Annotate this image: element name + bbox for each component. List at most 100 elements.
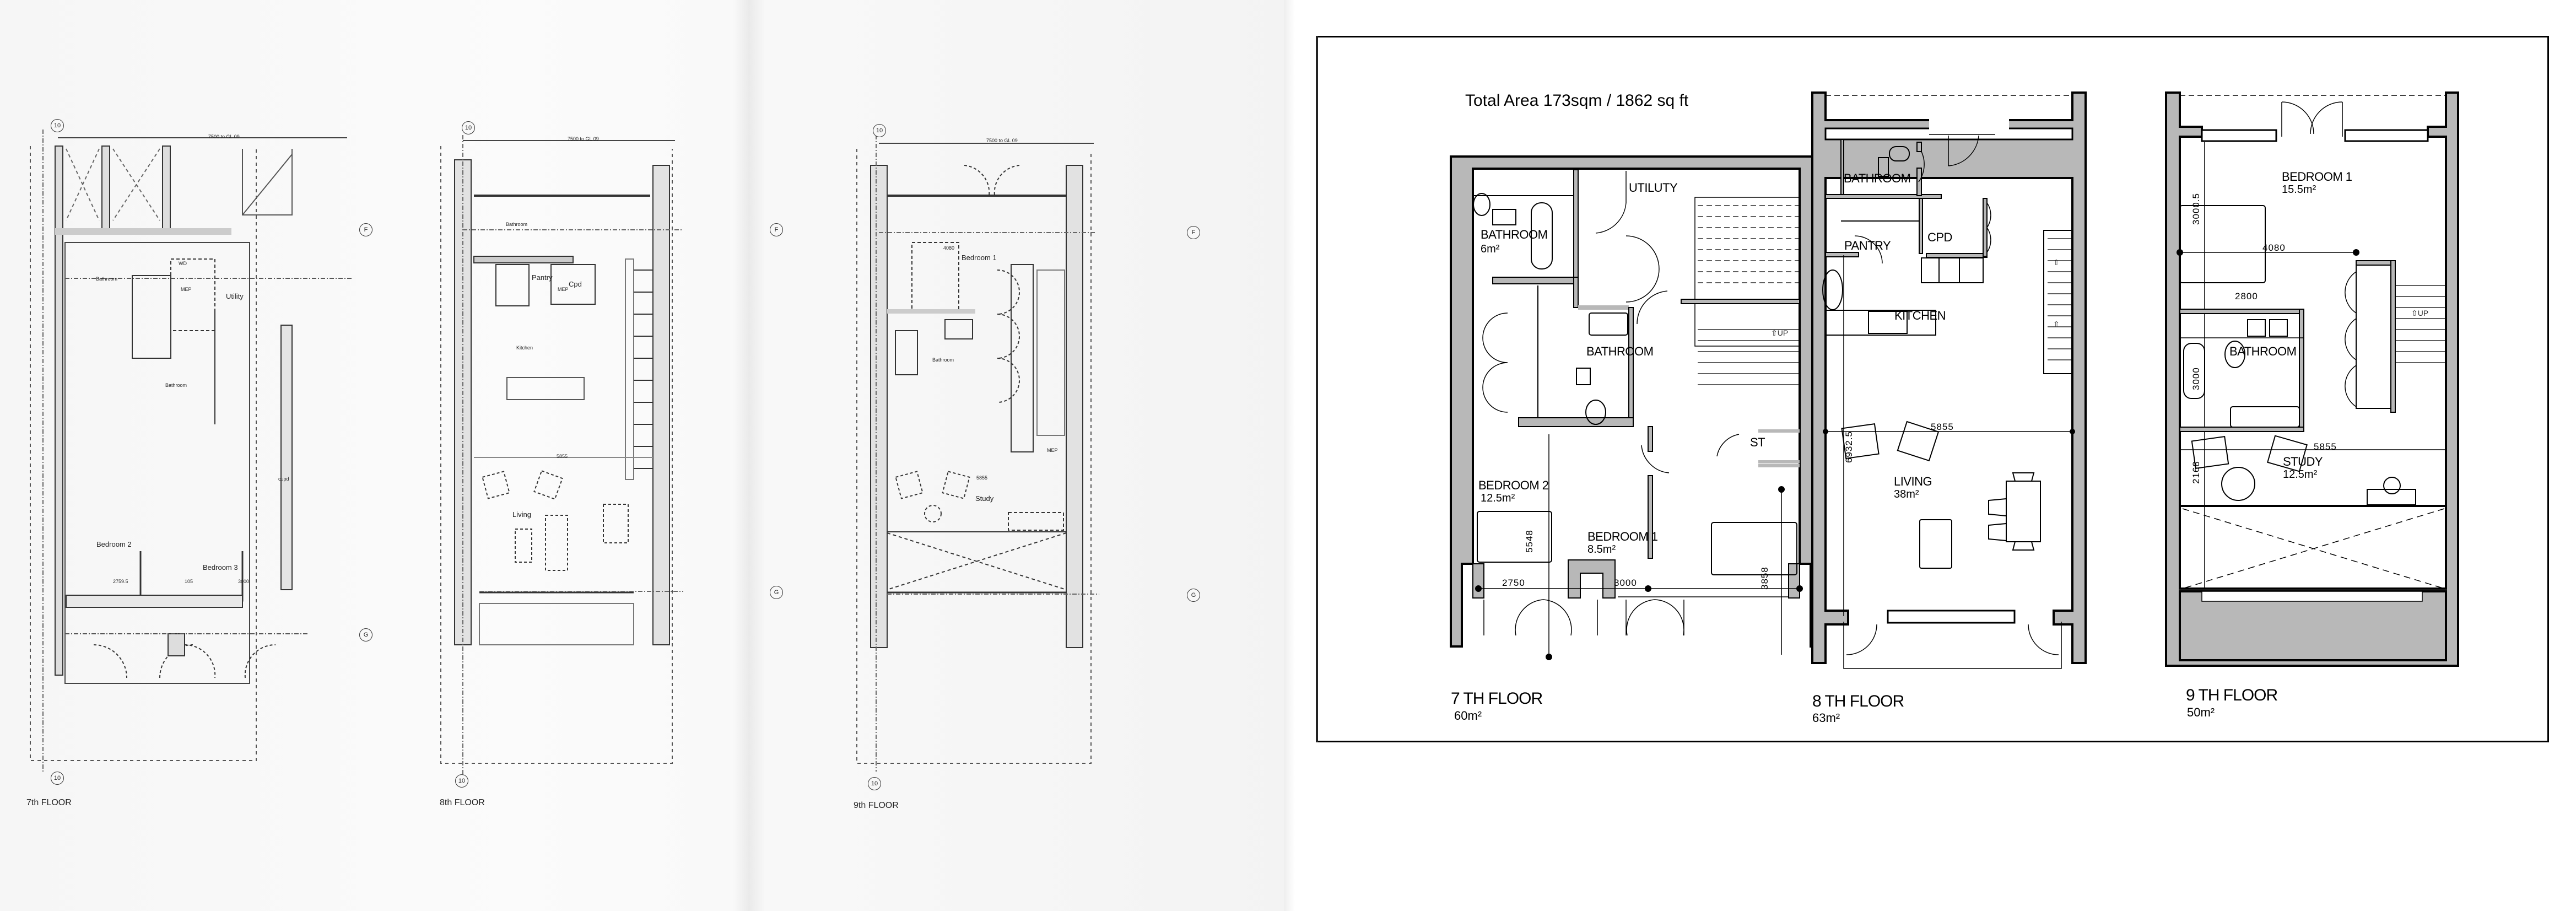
grid-bubble-g-7th: G (359, 628, 372, 642)
grid-bubble-10-top-8th: 10 (462, 121, 475, 134)
grid-bubble-10-bottom-7th: 10 (51, 772, 64, 785)
scan-9th-room-mep: MEP (1047, 448, 1058, 453)
stair-up-label: UP (1777, 328, 1789, 337)
scan-7th-room-bathroom-a: Bathroom (96, 276, 118, 282)
plan-8th-floor-area: 63m² (1812, 711, 1840, 725)
plan-7th-floor-area: 60m² (1454, 709, 1482, 723)
plan-8th-dim-living-depth: 6932.5 (1844, 431, 1854, 463)
scan-7th-room-bathroom-b: Bathroom (165, 382, 187, 388)
plan-7th-dim-bed1-depth: 3858 (1759, 567, 1770, 590)
scan-7th-dim-2759: 2759.5 (113, 579, 128, 584)
scan-9th-overall-dimension: 7500 to GL 09 (986, 138, 1018, 143)
plan-8th-stair-up-2: ⇧ (2053, 320, 2060, 329)
scan-7th-room-wd: WD (179, 261, 187, 266)
grid-bubble-10-bottom-9th: 10 (868, 777, 881, 790)
scan-9th-room-bedroom-1: Bedroom 1 (962, 254, 997, 262)
scan-linework (30, 130, 1099, 774)
scan-9th-floor-title: 9th FLOOR (854, 801, 899, 810)
scan-9th-dim-4080: 4080 (943, 245, 955, 251)
plan-7th-room-bathroom-large: BATHROOM (1481, 228, 1548, 241)
scan-8th-room-bathroom: Bathroom (506, 222, 528, 227)
grid-bubble-g-9th: G (1187, 589, 1200, 602)
plan-9th-dim-bath-depth: 3000 (2191, 367, 2201, 390)
scan-7th-dim-3000: 3000 (238, 579, 250, 584)
total-area-label: Total Area 173sqm / 1862 sq ft (1465, 91, 1689, 110)
redrawn-plan-panel: Total Area 173sqm / 1862 sq ft UTILUTY B… (1316, 36, 2549, 742)
plan-7th-dim-bed1-width: 3000 (1614, 578, 1637, 588)
plan-8th-floor-drawing (1811, 91, 2087, 669)
scan-8th-room-living: Living (512, 510, 531, 519)
redrawn-linework (1450, 91, 2459, 669)
scan-9th-room-bathroom: Bathroom (932, 357, 954, 363)
up-arrow-icon: ⇧ (2053, 258, 2060, 267)
plan-9th-stair-up: ⇧UP (2411, 309, 2428, 318)
plan-9th-bedroom-1-area: 15.5m² (2282, 184, 2316, 196)
plan-9th-study-area: 12.5m² (2283, 468, 2318, 481)
scan-7th-room-bedroom-2: Bedroom 2 (96, 540, 132, 548)
scan-fold-shadow (733, 0, 766, 911)
up-arrow-icon: ⇧ (1771, 328, 1778, 337)
plan-8th-room-living: LIVING (1894, 475, 1932, 488)
plan-7th-dim-bed2-depth: 5548 (1524, 530, 1535, 553)
scan-8th-room-mep: MEP (558, 287, 569, 292)
plan-7th-room-bedroom-2: BEDROOM 2 (1478, 478, 1549, 492)
grid-bubble-f-9th: F (1187, 226, 1200, 239)
plan-7th-room-bedroom-1: BEDROOM 1 (1587, 530, 1658, 543)
plan-7th-stair-up: ⇧UP (1771, 328, 1788, 338)
grid-bubble-g-8th: G (770, 586, 783, 599)
plan-9th-dim-bath-width: 2800 (2235, 291, 2258, 301)
scan-9th-room-study: Study (975, 494, 994, 503)
plan-7th-room-bathroom-small: BATHROOM (1586, 344, 1654, 358)
grid-bubble-10-bottom-8th: 10 (455, 774, 468, 788)
plan-9th-dim-bed-depth: 3000.5 (2191, 193, 2201, 225)
scan-8th-dim-5855: 5855 (557, 454, 568, 459)
grid-bubble-f-8th: F (770, 223, 783, 236)
up-arrow-icon: ⇧ (2411, 309, 2418, 317)
original-scan-sheet: 10 10 F G 10 10 F G 10 10 F G 7500 to GL… (0, 0, 1295, 911)
plan-9th-room-bedroom-1: BEDROOM 1 (2282, 170, 2352, 184)
plan-8th-floor-title: 8 TH FLOOR (1812, 692, 1904, 710)
scan-9th-dim-5855: 5855 (976, 475, 988, 481)
plan-8th-room-kitchen: KITCHEN (1894, 309, 1946, 322)
plan-7th-floor-drawing (1450, 155, 1823, 660)
grid-bubble-10-top-9th: 10 (873, 124, 886, 137)
stair-up-label: UP (2417, 309, 2429, 317)
plan-9th-room-study: STUDY (2283, 455, 2323, 468)
plan-7th-bathroom-area: 6m² (1481, 243, 1500, 255)
up-arrow-icon: ⇧ (2053, 320, 2060, 328)
plan-8th-dim-living-width: 5855 (1931, 422, 1954, 432)
plan-9th-room-bathroom: BATHROOM (2229, 344, 2297, 358)
scan-8th-room-kitchen: Kitchen (516, 345, 533, 351)
scan-8th-room-pantry: Pantry (532, 273, 553, 282)
scan-7th-overall-dimension: 7500 to GL 09 (208, 134, 240, 139)
plan-8th-living-area: 38m² (1894, 488, 1919, 500)
scan-7th-room-bedroom-3: Bedroom 3 (203, 563, 238, 572)
scan-7th-room-cupd: cupd (278, 476, 289, 482)
plan-9th-floor-drawing (2165, 91, 2459, 667)
plan-8th-room-cpd: CPD (1927, 230, 1952, 244)
scan-7th-floor-title: 7th FLOOR (26, 798, 72, 807)
plan-9th-dim-study-depth: 2168 (2191, 461, 2201, 484)
scan-7th-room-mep: MEP (181, 287, 192, 292)
scan-8th-overall-dimension: 7500 to GL 09 (568, 136, 599, 142)
plan-9th-floor-title: 9 TH FLOOR (2186, 686, 2278, 704)
grid-bubble-f-7th: F (359, 223, 372, 236)
plan-9th-dim-bed-width: 4080 (2262, 242, 2286, 253)
plan-8th-room-pantry: PANTRY (1844, 239, 1891, 252)
plan-8th-room-bathroom: BATHROOM (1844, 171, 1911, 185)
plan-7th-dim-bed2-width: 2750 (1502, 578, 1525, 588)
plan-7th-bedroom-1-area: 8.5m² (1587, 543, 1616, 556)
plan-8th-stair-up-1: ⇧ (2053, 258, 2060, 267)
plan-9th-floor-area: 50m² (2187, 705, 2215, 719)
scan-8th-floor-title: 8th FLOOR (440, 798, 485, 807)
plan-7th-room-utility: UTILUTY (1629, 181, 1678, 195)
scan-7th-floor-drawing (30, 130, 353, 772)
scan-page-edge (1284, 0, 1295, 911)
scan-8th-room-cpd: Cpd (569, 280, 582, 288)
scan-7th-dim-105: 105 (185, 579, 193, 584)
grid-bubble-10-top-7th: 10 (51, 119, 64, 132)
scan-7th-room-utility: Utility (226, 292, 244, 300)
plan-7th-floor-title: 7 TH FLOOR (1451, 689, 1543, 708)
plan-7th-bedroom-2-area: 12.5m² (1481, 492, 1515, 504)
plan-7th-room-st: ST (1750, 435, 1765, 449)
